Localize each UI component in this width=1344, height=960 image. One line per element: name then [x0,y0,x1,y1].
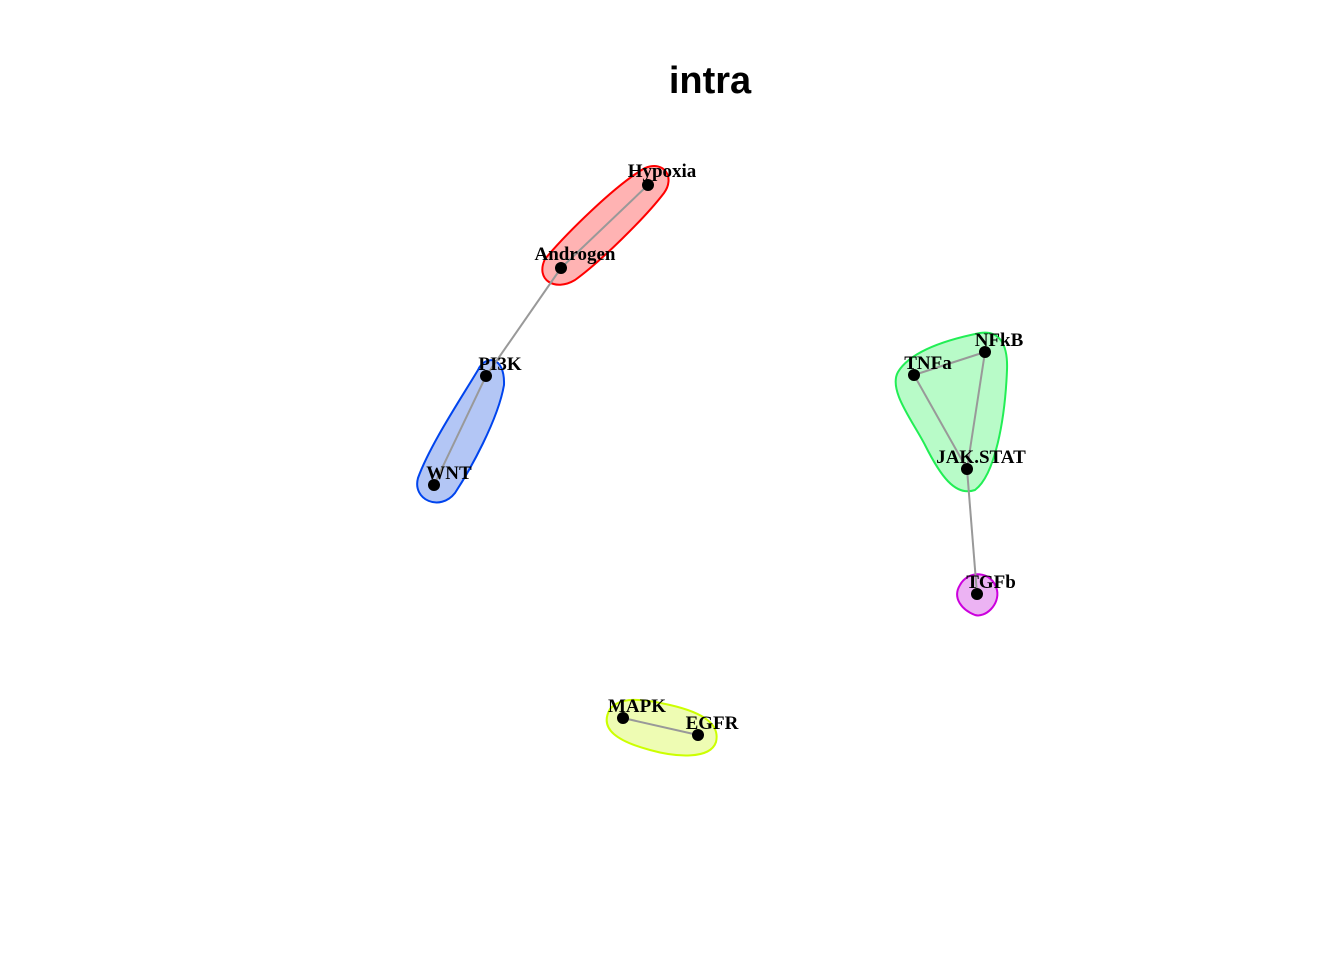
node-label-tgfb: TGFb [966,572,1016,593]
diagram-title: intra [669,60,752,102]
node-wnt[interactable] [428,479,440,491]
edge-tnfa-nfkb [913,351,986,376]
edge-hypoxia-androgen [560,184,649,269]
edges [433,184,986,736]
node-tgfb[interactable] [971,588,983,600]
node-androgen[interactable] [555,262,567,274]
edge-nfkb-jak-stat [966,351,986,470]
node-label-nfkb: NFkB [975,330,1024,351]
edge-androgen-pi3k [485,267,562,377]
node-label-wnt: WNT [426,463,472,484]
node-nfkb[interactable] [979,346,991,358]
nodes [428,179,991,741]
node-label-pi3k: PI3K [478,354,522,375]
node-egfr[interactable] [692,729,704,741]
node-hypoxia[interactable] [642,179,654,191]
node-mapk[interactable] [617,712,629,724]
node-jak-stat[interactable] [961,463,973,475]
edge-mapk-egfr [622,717,699,736]
node-label-jak-stat: JAK.STAT [936,447,1026,468]
node-label-hypoxia: Hypoxia [628,161,697,182]
edge-tnfa-jak-stat [913,374,968,470]
node-label-mapk: MAPK [608,696,666,717]
node-label-tnfa: TNFa [904,353,952,374]
node-tnfa[interactable] [908,369,920,381]
cluster-hulls [416,165,1009,757]
edge-jak-stat-tgfb [966,468,978,595]
node-label-egfr: EGFR [686,713,739,734]
node-label-androgen: Androgen [535,244,616,265]
node-pi3k[interactable] [480,370,492,382]
edge-pi3k-wnt [433,375,487,486]
